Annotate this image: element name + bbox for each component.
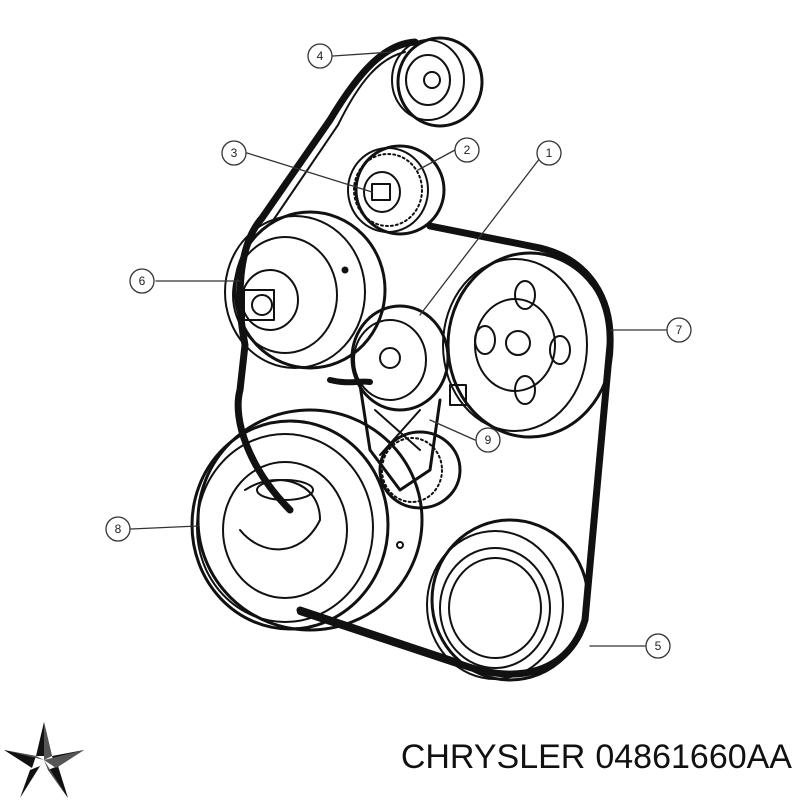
callout-9: 9 — [485, 433, 492, 447]
crankshaft-damper — [190, 408, 424, 632]
leader-line-9 — [429, 419, 476, 441]
leader-line-3 — [246, 152, 373, 193]
idler-pulley-grooved — [347, 144, 446, 236]
callout-6: 6 — [139, 274, 146, 288]
idler-pulley-top — [391, 36, 484, 128]
belt-tensioner — [350, 304, 467, 510]
pulley-large-left — [224, 210, 387, 370]
leader-line-1 — [419, 157, 541, 316]
brand-name: CHRYSLER — [400, 738, 586, 776]
pulley-bottom-right — [426, 518, 590, 682]
leader-line-2 — [417, 149, 456, 171]
leader-line-8 — [130, 525, 199, 530]
callout-1: 1 — [546, 146, 553, 160]
pentastar-logo-icon — [4, 722, 84, 798]
callout-4: 4 — [317, 49, 324, 63]
pulley-holed-right — [442, 251, 614, 439]
callout-7: 7 — [676, 323, 683, 337]
callout-5: 5 — [655, 639, 662, 653]
callout-8: 8 — [115, 522, 122, 536]
part-number: 04861660AA — [595, 738, 792, 776]
leader-line-4 — [332, 51, 393, 57]
callout-2: 2 — [464, 143, 471, 157]
callout-3: 3 — [231, 146, 238, 160]
